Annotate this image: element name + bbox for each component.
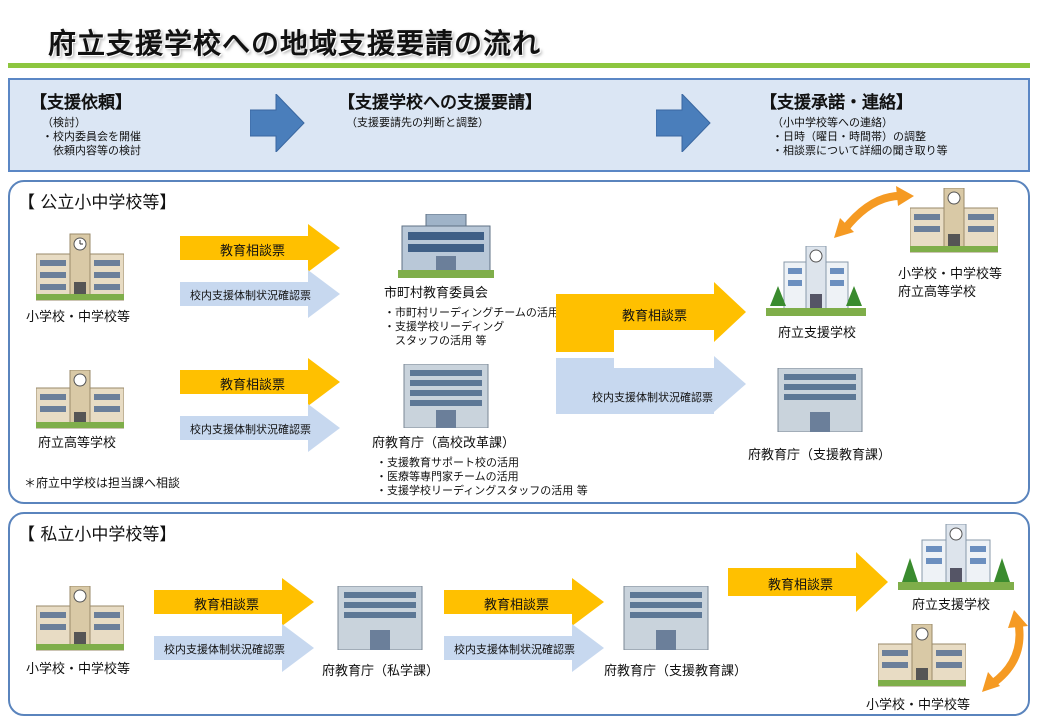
check-form-label: 校内支援体制状況確認票 <box>190 423 311 436</box>
consult-form-label: 教育相談票 <box>768 578 834 593</box>
flow-arrow-2 <box>656 94 711 152</box>
board-of-education-icon <box>398 214 494 278</box>
public-schools-section <box>8 180 1030 504</box>
office-label: 府教育庁（高校改革課） <box>372 436 516 451</box>
support-school-icon <box>766 246 866 316</box>
partner-school-icon <box>910 188 998 253</box>
page-title: 府立支援学校への地域支援要請の流れ <box>48 27 542 60</box>
public-school-label: 小学校・中学校等 <box>26 310 131 325</box>
step-request-heading: 【支援依頼】 <box>30 93 132 113</box>
school-building-icon <box>36 233 124 301</box>
high-school-label: 府立高等学校 <box>38 436 117 451</box>
orange-two-way-arrow <box>834 186 914 238</box>
step-approval-heading: 【支援承諾・連絡】 <box>760 93 913 113</box>
private-arrows-2 <box>444 578 604 672</box>
public-arrows-row1 <box>180 224 340 318</box>
board-label: 市町村教育委員会 <box>384 286 489 301</box>
private-consult-arrow <box>728 552 888 612</box>
board-note: ・市町村リーディングチームの活用 ・支援学校リーディング スタッフの活用 等 <box>384 306 559 347</box>
step-support-request-heading: 【支援学校への支援要請】 <box>338 93 542 113</box>
consult-form-label: 教育相談票 <box>622 309 688 324</box>
office-note: ・支援教育サポート校の活用 ・医療等専門家チームの活用 ・支援学校リーディングス… <box>376 456 588 497</box>
private-partner-label: 小学校・中学校等 <box>866 698 971 713</box>
public-section-title: 【 公立小中学校等】 <box>18 188 177 213</box>
support-education-office-icon <box>777 368 863 432</box>
private-support-office-label: 府教育庁（支援教育課） <box>604 664 748 679</box>
consult-form-label: 教育相談票 <box>484 598 550 613</box>
private-support-school-icon <box>898 524 1014 590</box>
public-note: ＊府立中学校は担当課へ相談 <box>24 476 181 490</box>
consult-form-label: 教育相談票 <box>220 244 286 259</box>
consult-form-label: 教育相談票 <box>220 378 286 393</box>
step-approval-note: （小中学校等への連絡） ・日時（曜日・時間帯）の調整 ・相談票について詳細の聞き… <box>772 116 948 157</box>
consult-form-label: 教育相談票 <box>194 598 260 613</box>
private-affairs-office-icon <box>337 586 423 650</box>
support-office-label: 府教育庁（支援教育課） <box>748 448 892 463</box>
private-support-school-label: 府立支援学校 <box>912 598 991 613</box>
public-arrows-row2 <box>180 358 340 452</box>
prefectural-office-icon <box>403 364 489 428</box>
title-divider <box>8 63 1030 68</box>
public-merge-arrows <box>556 282 746 414</box>
check-form-label: 校内支援体制状況確認票 <box>454 643 575 656</box>
high-school-building-icon <box>36 370 124 429</box>
step-request-note: （検討） ・校内委員会を開催 依頼内容等の検討 <box>42 116 141 157</box>
partner-label: 小学校・中学校等 府立高等学校 <box>898 267 1003 300</box>
check-form-label: 校内支援体制状況確認票 <box>592 391 713 404</box>
private-section-title: 【 私立小中学校等】 <box>18 520 177 545</box>
flow-arrow-1 <box>250 94 305 152</box>
private-support-office-icon <box>623 586 709 650</box>
flow-summary-bar <box>8 78 1030 172</box>
step-support-request-note: （支援要請先の判断と調整） <box>346 116 489 129</box>
check-form-label: 校内支援体制状況確認票 <box>164 643 285 656</box>
private-arrows-1 <box>154 578 314 672</box>
private-school-building-icon <box>36 586 124 651</box>
private-office-label: 府教育庁（私学課） <box>322 664 440 679</box>
private-partner-school-icon <box>878 624 966 687</box>
support-school-label: 府立支援学校 <box>778 326 857 341</box>
private-orange-two-way-arrow <box>982 610 1028 692</box>
private-school-label: 小学校・中学校等 <box>26 662 131 677</box>
check-form-label: 校内支援体制状況確認票 <box>190 289 311 302</box>
